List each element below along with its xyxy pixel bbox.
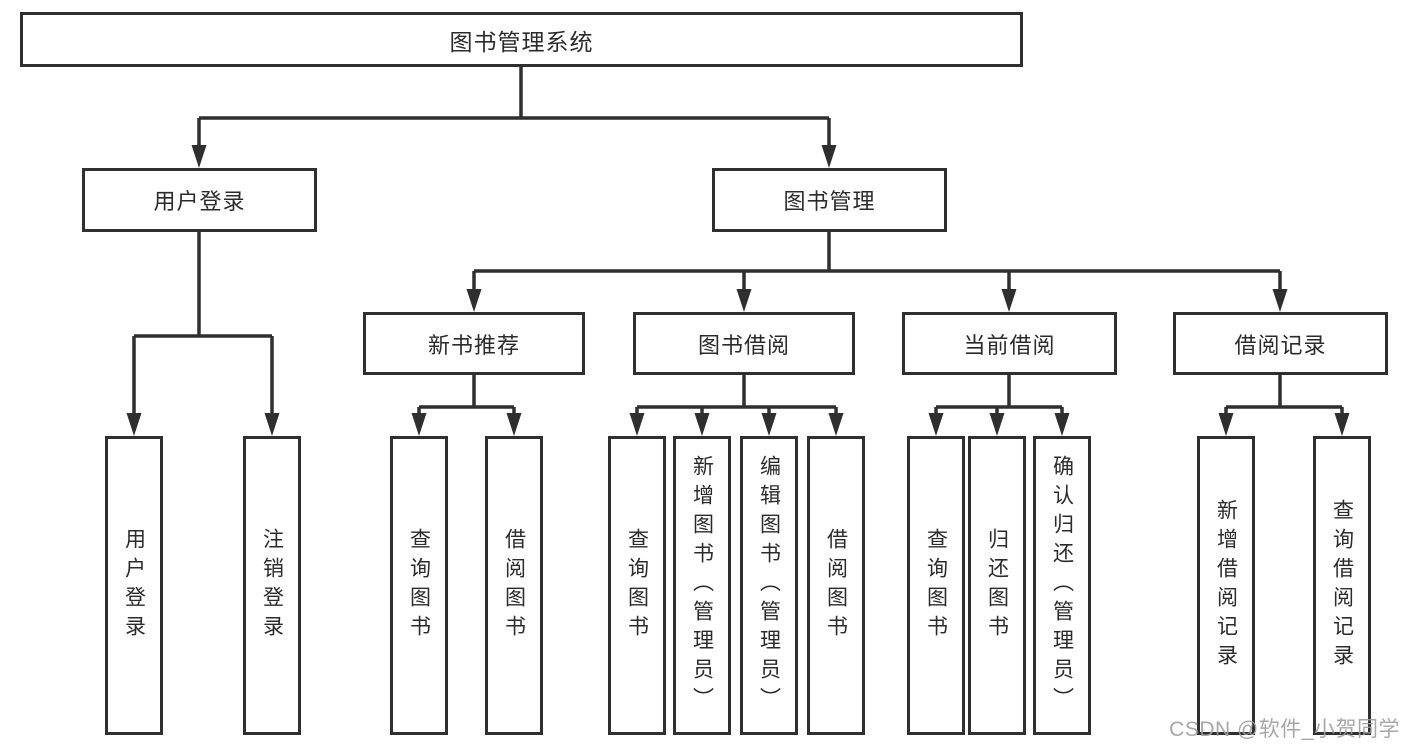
node-library-management-system: 图书管理系统 (20, 12, 1023, 67)
node-book-management: 图书管理 (712, 168, 947, 232)
node-leaf-query-books-recommend: 查询图书 (390, 436, 448, 735)
csdn-watermark: CSDN @软件_小贺同学 (1169, 718, 1400, 741)
node-user-login: 用户登录 (82, 168, 317, 232)
node-borrowing-records: 借阅记录 (1173, 312, 1388, 375)
node-current-borrowing: 当前借阅 (902, 312, 1117, 375)
node-leaf-add-book-admin: 新增图书（管理员） (673, 436, 731, 735)
node-leaf-logout: 注销登录 (243, 436, 301, 735)
node-leaf-user-login: 用户登录 (105, 436, 163, 735)
node-leaf-query-books-current: 查询图书 (907, 436, 965, 735)
node-leaf-query-borrow-record: 查询借阅记录 (1313, 436, 1371, 735)
node-leaf-confirm-return-admin: 确认归还（管理员） (1033, 436, 1091, 735)
node-leaf-edit-book-admin: 编辑图书（管理员） (740, 436, 798, 735)
node-leaf-borrow-books: 借阅图书 (807, 436, 865, 735)
node-leaf-return-books: 归还图书 (968, 436, 1026, 735)
node-leaf-add-borrow-record: 新增借阅记录 (1197, 436, 1255, 735)
node-new-book-recommendation: 新书推荐 (363, 312, 585, 375)
node-book-borrowing: 图书借阅 (633, 312, 855, 375)
node-leaf-query-books-borrowing: 查询图书 (608, 436, 666, 735)
node-leaf-borrow-books-recommend: 借阅图书 (485, 436, 543, 735)
